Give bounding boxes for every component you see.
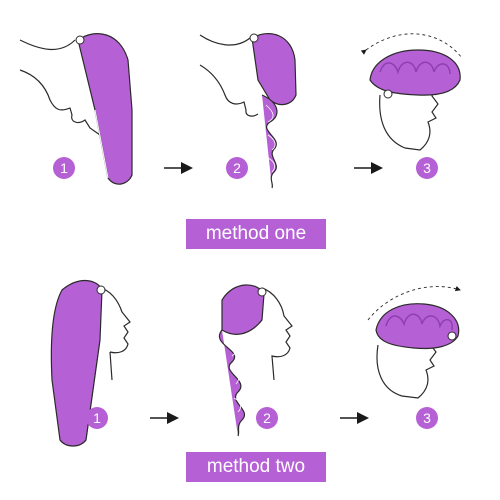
- towel-button-icon: [249, 33, 259, 43]
- step-number: 1: [60, 160, 68, 176]
- method-one-step-1-badge: 1: [53, 157, 75, 179]
- method-one-step-2-badge: 2: [226, 157, 248, 179]
- method-one-label: method one: [186, 219, 326, 249]
- method-one-step-3-illustration: [360, 33, 463, 151]
- step-number: 1: [93, 410, 101, 426]
- towel-button-icon: [96, 285, 106, 295]
- method-one-step-2-illustration: [199, 33, 297, 189]
- step-number: 3: [423, 160, 431, 176]
- step-number: 2: [233, 160, 241, 176]
- method-two-step-2-badge: 2: [256, 407, 278, 429]
- towel-button-icon: [447, 331, 457, 341]
- method-two-label: method two: [186, 452, 326, 482]
- method-one-step-1-illustration: [19, 33, 133, 185]
- method-two-step-1-badge: 1: [86, 407, 108, 429]
- method-two-step-3-illustration: [367, 286, 461, 399]
- towel-button-icon: [383, 89, 393, 99]
- towel-button-icon: [75, 35, 85, 45]
- step-number: 2: [263, 410, 271, 426]
- method-two-step-3-badge: 3: [416, 407, 438, 429]
- method-two-step-2-illustration: [218, 284, 293, 437]
- towel-button-icon: [257, 287, 267, 297]
- method-one-step-3-badge: 3: [416, 157, 438, 179]
- step-number: 3: [423, 410, 431, 426]
